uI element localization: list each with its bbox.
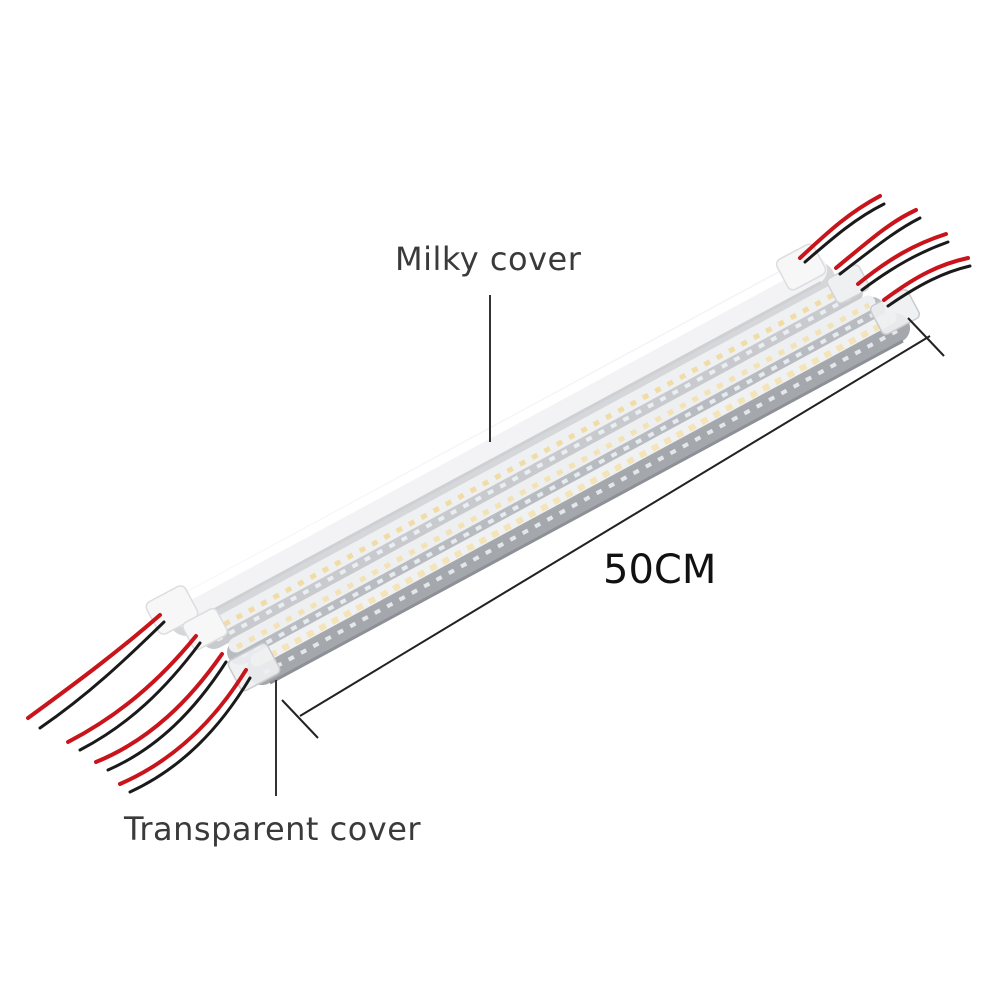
transparent-cover-label: Transparent cover — [124, 810, 422, 848]
wire-black — [38, 620, 166, 730]
transparent-cover-bar-front — [227, 289, 921, 692]
wire-red — [834, 208, 918, 270]
led-row-cool — [216, 294, 854, 642]
wire-black — [78, 641, 202, 752]
dimension-tick-left — [281, 699, 319, 739]
dimension-tick-right — [907, 317, 945, 357]
wire-black — [860, 240, 950, 292]
aluminum-profile — [227, 297, 885, 665]
milky-cover-highlight — [171, 257, 813, 608]
dimension-line — [299, 335, 931, 717]
milky-cover-edge — [186, 281, 822, 626]
profile-edge — [269, 339, 904, 685]
wire-red — [26, 613, 162, 720]
wire-red — [66, 634, 198, 744]
clear-cover — [228, 295, 876, 653]
wire-black — [803, 202, 886, 264]
length-label: 50CM — [603, 547, 717, 593]
wire-black — [838, 216, 922, 276]
wires-left — [26, 613, 252, 794]
wire-red — [118, 668, 248, 786]
length-dimension — [281, 317, 945, 739]
milky-cover-body — [165, 255, 827, 627]
wires-right — [798, 194, 972, 308]
transparent-cover-bar-cool — [227, 295, 885, 665]
wire-red — [798, 194, 882, 260]
wire-red — [94, 652, 224, 764]
wire-black — [128, 676, 252, 794]
aluminum-shade — [247, 313, 910, 685]
milky-cover-bar — [145, 243, 835, 636]
wire-black — [106, 660, 228, 772]
wire-black — [886, 264, 972, 308]
wire-red — [882, 256, 970, 302]
led-row-warm — [210, 284, 850, 634]
transparent-cover-bar-warm — [182, 264, 870, 651]
milky-cover-label: Milky cover — [395, 240, 582, 278]
wire-red — [856, 232, 948, 286]
clear-cover — [250, 311, 897, 667]
